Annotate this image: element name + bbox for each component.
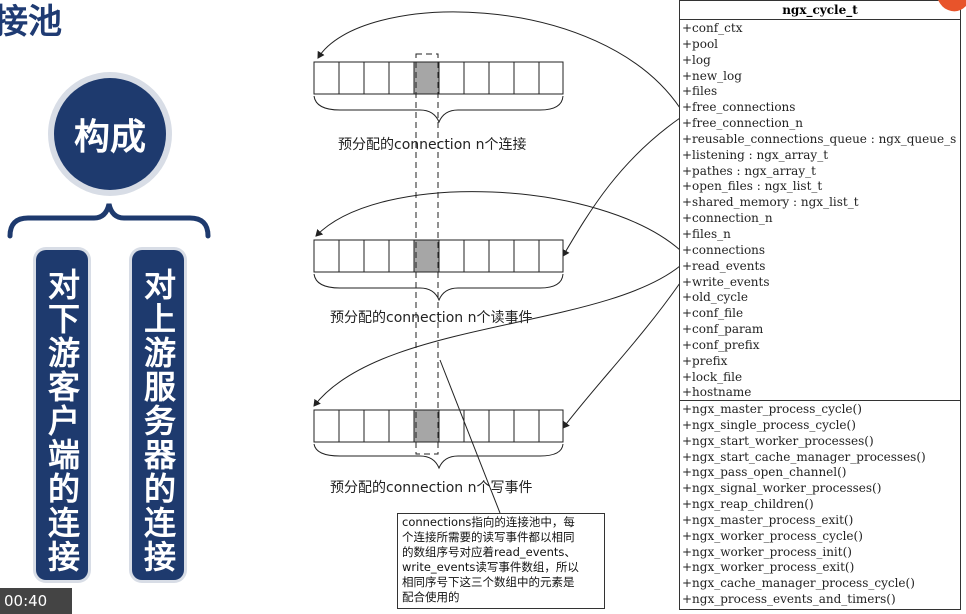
uml-attribute: +files [682,84,718,99]
uml-attribute: +connection_n [682,211,773,226]
uml-operation: +ngx_master_process_cycle() [682,402,862,416]
slide-title-fragment: 接池 [0,2,62,42]
uml-attribute: +free_connection_n [682,116,804,131]
arrow-write-events [562,282,681,429]
note-box: connections指向的连接池中，每 个连接所需要的读写事件都以相同 的数组… [397,513,605,609]
uml-attribute: +shared_memory : ngx_list_t [682,195,859,210]
uml-operation: +ngx_start_cache_manager_processes() [682,449,926,464]
uml-operation: +ngx_process_events_and_timers() [682,592,896,607]
uml-attribute: +pathes : ngx_array_t [682,163,816,178]
uml-operation: +ngx_worker_process_init() [682,544,852,559]
logo-icon [938,0,966,12]
uml-attribute: +read_events [682,258,766,273]
uml-attribute: +hostname [682,385,752,400]
downstream-client-connection: 对下游客户端的连接 [36,250,88,580]
uml-attribute: +connections [682,242,766,257]
uml-attribute: +old_cycle [682,290,748,305]
brace-1 [313,95,564,124]
uml-operation: +ngx_worker_process_exit() [682,560,855,575]
uml-attribute: +conf_param [682,322,764,337]
uml-attribute: +prefix [682,353,728,368]
uml-operation: +ngx_signal_worker_processes() [682,481,882,496]
uml-attribute: +lock_file [682,369,743,384]
brace-2 [313,273,564,302]
uml-attribute: +new_log [682,68,742,83]
uml-class-title: ngx_cycle_t [680,1,960,20]
brace-3 [313,443,564,470]
note-line: 相同序号下这三个数组中的元素是 [402,575,575,589]
note-line: write_events读写事件数组，所以 [402,560,579,574]
arrow-connections [315,191,681,251]
uml-operation: +ngx_master_process_exit() [682,512,854,527]
upstream-server-connection: 对上游服务器的连接 [132,250,184,580]
uml-attribute: +free_connections [682,100,796,115]
uml-attributes: +conf_ctx+pool+log+new_log+files+free_co… [680,20,960,401]
arrow-read-events [313,265,681,407]
composition-badge: 构成 [54,78,166,190]
uml-attribute: +conf_file [682,306,744,321]
uml-attribute: +pool [682,36,719,51]
composition-label: 构成 [73,117,146,158]
uml-attribute: +reusable_connections_queue : ngx_queue_… [682,131,957,146]
arrow-free-connections [317,11,681,109]
note-line: 个连接所需要的读写事件都以相同 [402,530,575,544]
label-connections: 预分配的connection n个连接 [338,137,527,153]
video-timestamp: 00:40 [0,588,72,614]
uml-operation: +ngx_reap_children() [682,497,814,512]
arrow-read-events-array [562,117,681,257]
uml-attribute: +conf_ctx [682,21,743,35]
uml-operation: +ngx_worker_process_cycle() [682,528,863,543]
uml-attribute: +listening : ngx_array_t [682,147,829,162]
uml-attribute: +open_files : ngx_list_t [682,179,823,194]
note-line: 的数组序号对应着read_events、 [402,545,576,559]
uml-attribute: +conf_prefix [682,337,760,352]
uml-operation: +ngx_start_worker_processes() [682,433,874,448]
uml-operation: +ngx_cache_manager_process_cycle() [682,576,915,591]
note-pointer [439,359,501,514]
uml-operation: +ngx_single_process_cycle() [682,417,856,432]
note-line: 配合使用的 [402,590,460,604]
label-write-events: 预分配的connection n个写事件 [330,480,533,496]
uml-attribute: +log [682,52,711,67]
curly-brace [7,203,211,239]
uml-attribute: +files_n [682,226,731,241]
uml-operation: +ngx_pass_open_channel() [682,465,847,480]
uml-attribute: +write_events [682,274,770,289]
matching-index-outline [415,53,439,455]
uml-class-ngx-cycle-t: ngx_cycle_t +conf_ctx+pool+log+new_log+f… [679,0,961,610]
label-read-events: 预分配的connection n个读事件 [330,310,533,326]
note-line: connections指向的连接池中，每 [402,515,575,529]
uml-operations: +ngx_master_process_cycle()+ngx_single_p… [680,401,960,608]
